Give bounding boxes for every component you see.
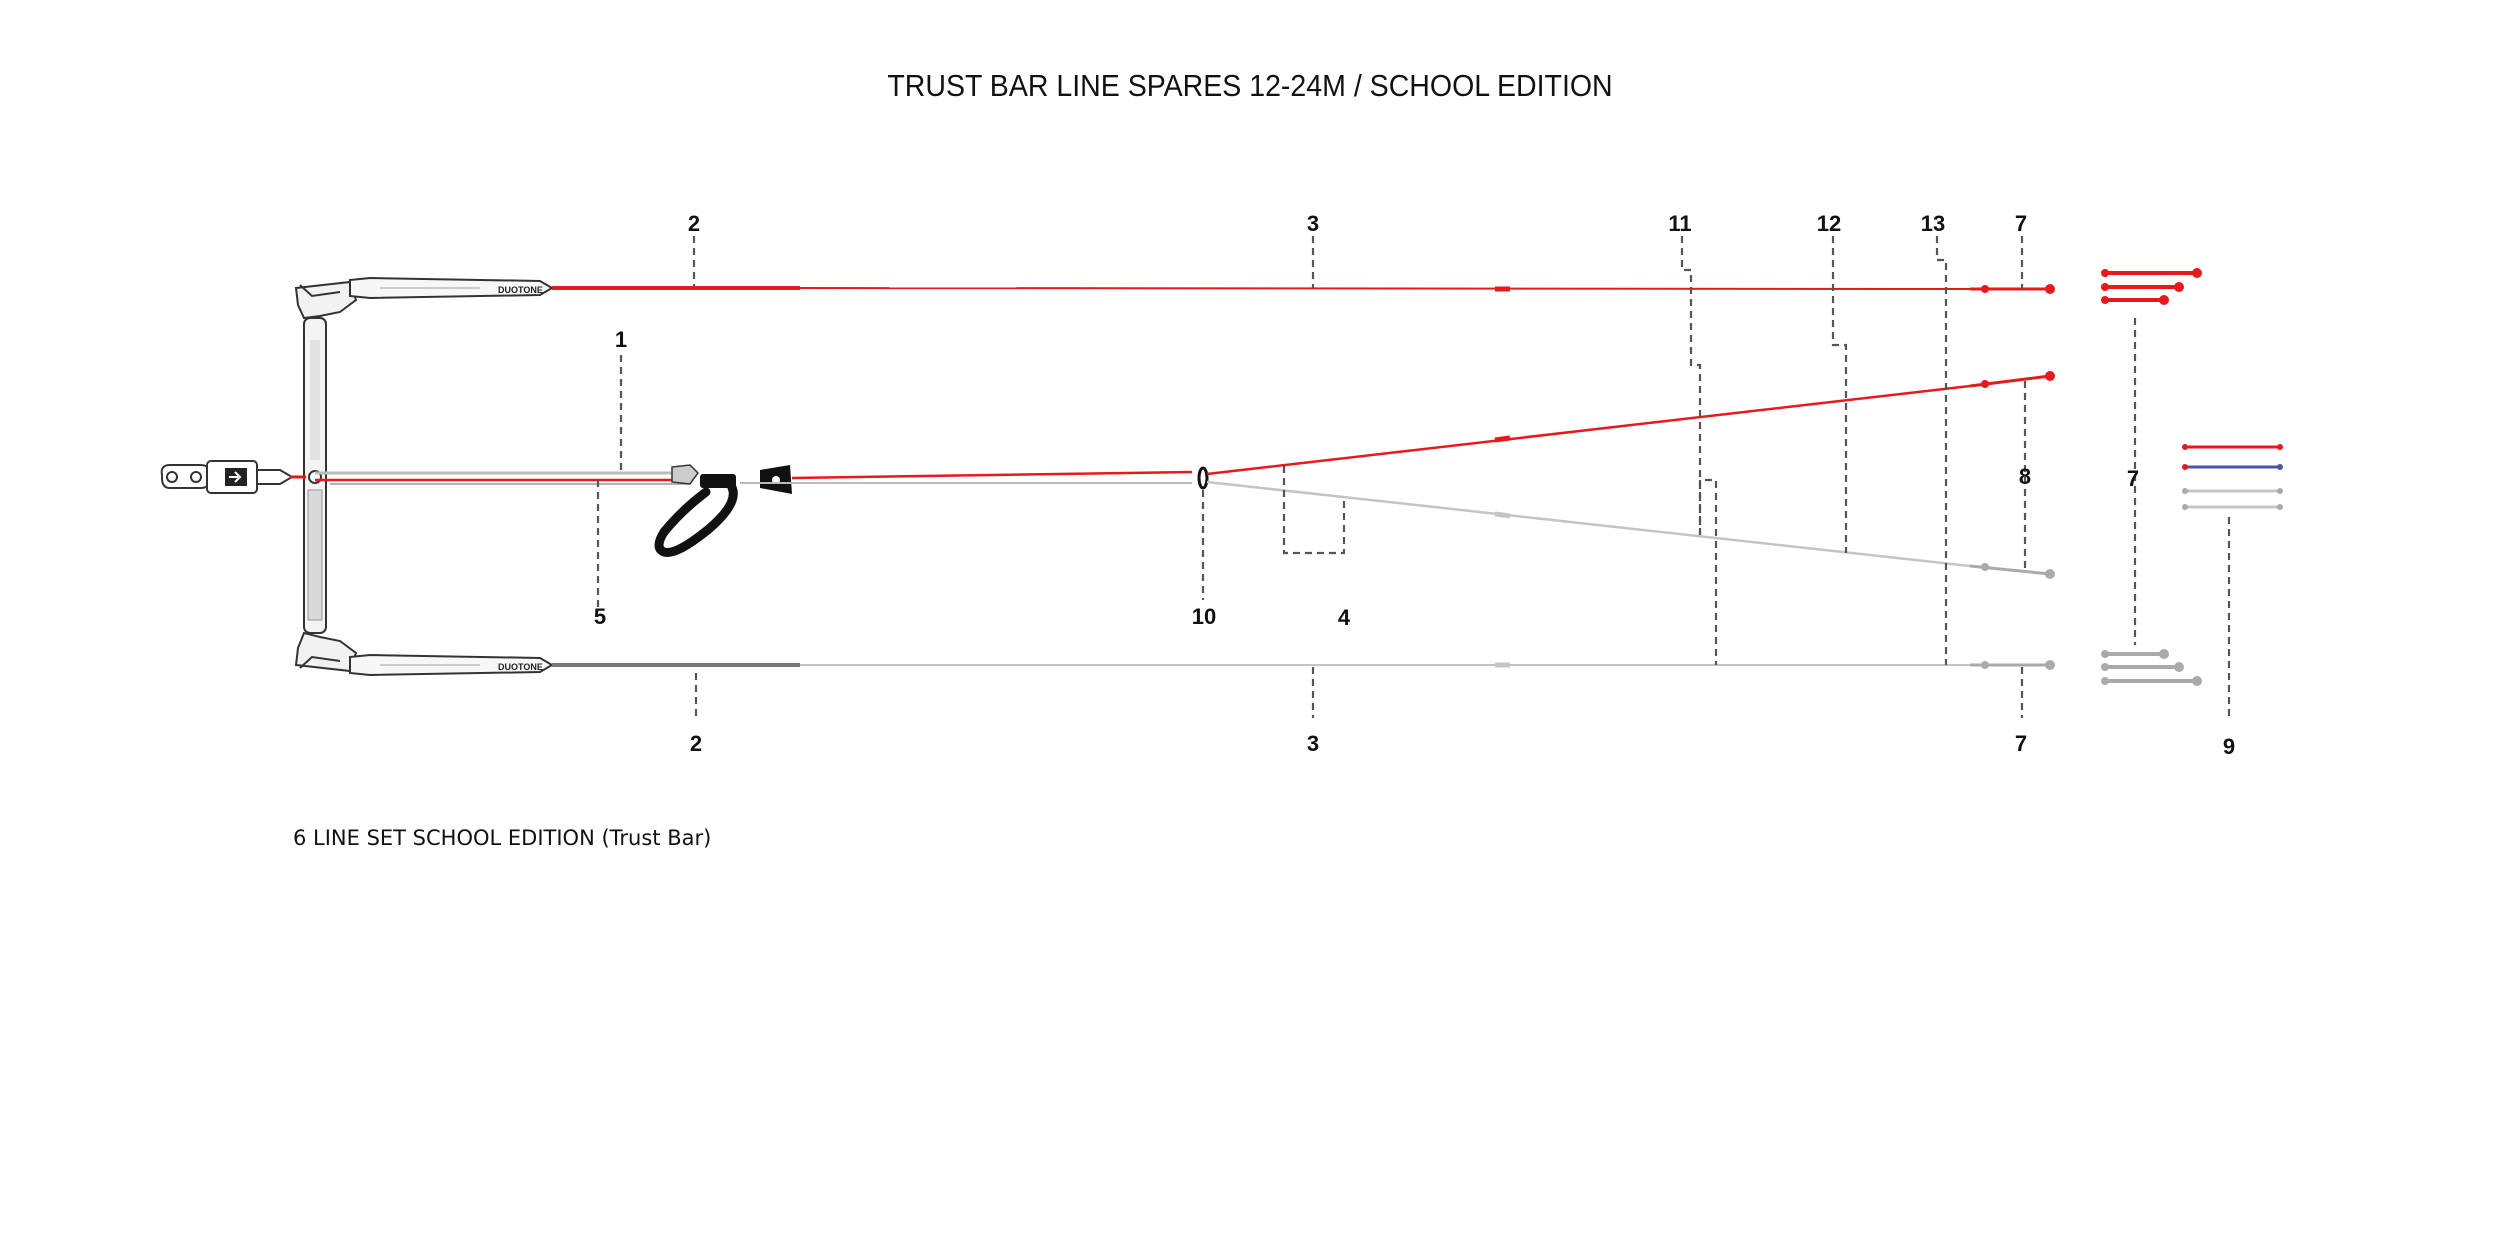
- middle-front-line-red: [1206, 371, 2055, 476]
- bottom-floater: DUOTONE: [349, 653, 554, 677]
- diagram-caption: 6 LINE SET SCHOOL EDITION (Trust Bar): [293, 826, 712, 850]
- diagram-title: TRUST BAR LINE SPARES 12-24M / SCHOOL ED…: [887, 68, 1613, 103]
- middle-back-line-grey: [1206, 480, 2055, 579]
- callout-7-bottom: 7: [2015, 731, 2027, 756]
- callout-7-right: 7: [2127, 466, 2139, 491]
- callout-5: 5: [594, 604, 606, 629]
- callout-3-bottom: 3: [1307, 731, 1319, 756]
- center-lines: [315, 464, 1209, 557]
- bottom-back-line-grey: [552, 660, 2055, 670]
- callout-leader-lines: [596, 236, 2231, 720]
- floater-brand-label-bottom: DUOTONE: [498, 662, 543, 672]
- callout-12: 12: [1817, 211, 1841, 236]
- callout-7-top: 7: [2015, 211, 2027, 236]
- callout-9: 9: [2223, 734, 2235, 759]
- callout-11: 11: [1668, 211, 1691, 236]
- callout-1: 1: [615, 327, 627, 352]
- top-front-line-red: [552, 284, 2055, 294]
- callout-2-top: 2: [688, 211, 700, 236]
- trimmer-handle: [654, 465, 792, 557]
- top-floater: DUOTONE: [349, 276, 554, 300]
- callout-3-top: 3: [1307, 211, 1319, 236]
- chicken-loop: [160, 460, 322, 494]
- callout-10: 10: [1192, 604, 1216, 629]
- pigtail-spares-red: [2101, 268, 2202, 305]
- callout-numbers: 2 3 11 12 13 7 1 8 7 5 10 4 2 3 7 9: [594, 211, 2235, 759]
- callout-2-bottom: 2: [690, 731, 702, 756]
- callout-8: 8: [2019, 464, 2031, 489]
- callout-13: 13: [1921, 211, 1945, 236]
- pigtail-spares-grey: [2101, 649, 2202, 686]
- extension-spares: [2182, 444, 2283, 510]
- callout-4: 4: [1338, 605, 1351, 630]
- floater-brand-label-top: DUOTONE: [498, 285, 543, 295]
- control-bar: DUOTONE DUOTONE: [294, 276, 554, 677]
